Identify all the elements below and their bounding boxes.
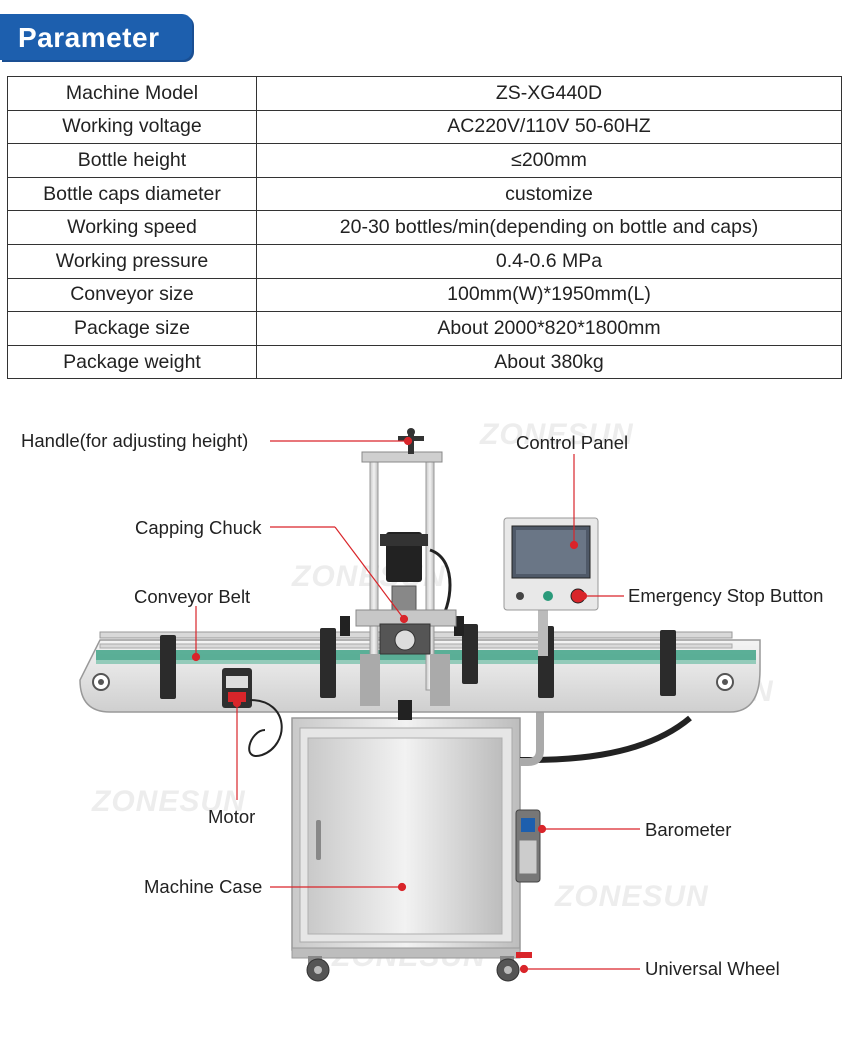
param-value: AC220V/110V 50-60HZ bbox=[256, 109, 842, 145]
callout-barometer: Barometer bbox=[645, 819, 732, 840]
param-key: Conveyor size bbox=[7, 277, 257, 313]
parameter-header: Parameter bbox=[0, 14, 192, 60]
param-key: Machine Model bbox=[7, 76, 257, 111]
watermark: ZONESUN bbox=[92, 785, 246, 818]
callout-capping-chuck: Capping Chuck bbox=[135, 517, 262, 538]
watermark: ZONESUN bbox=[555, 880, 709, 913]
param-value: 20-30 bottles/min(depending on bottle an… bbox=[256, 210, 842, 245]
callout-machine-case: Machine Case bbox=[144, 876, 263, 897]
param-value: About 380kg bbox=[256, 344, 842, 380]
watermark: ZONESUN bbox=[480, 418, 634, 451]
lift-column bbox=[361, 428, 452, 691]
callout-conveyor-belt: Conveyor Belt bbox=[134, 586, 251, 607]
table-row: Bottle height≤200mm bbox=[7, 143, 842, 178]
param-key: Package size bbox=[7, 311, 257, 346]
callout-emergency-stop: Emergency Stop Button bbox=[628, 585, 824, 606]
capping-chuck bbox=[355, 609, 457, 720]
callout-universal-wheel: Universal Wheel bbox=[645, 958, 780, 979]
param-value: ZS-XG440D bbox=[256, 76, 842, 111]
param-value: About 2000*820*1800mm bbox=[256, 311, 842, 346]
machine-illustration bbox=[79, 428, 761, 982]
param-value: ≤200mm bbox=[256, 143, 842, 178]
parameter-title: Parameter bbox=[18, 22, 160, 53]
callout-control-panel: Control Panel bbox=[516, 432, 629, 453]
motor-unit bbox=[222, 668, 283, 757]
param-value: 0.4-0.6 MPa bbox=[256, 243, 842, 279]
param-value: 100mm(W)*1950mm(L) bbox=[256, 277, 842, 313]
callout-handle: Handle(for adjusting height) bbox=[21, 430, 249, 451]
param-key: Working voltage bbox=[7, 109, 257, 145]
param-key: Working speed bbox=[7, 210, 257, 245]
machine-case bbox=[291, 717, 521, 959]
param-key: Working pressure bbox=[7, 243, 257, 279]
param-value: customize bbox=[256, 176, 842, 212]
universal-wheels bbox=[306, 952, 532, 982]
param-key: Bottle height bbox=[7, 143, 257, 178]
callout-motor: Motor bbox=[208, 806, 256, 827]
barometer-unit bbox=[515, 809, 541, 883]
machine-diagram: ZONESUN ZONESUN ZONESUN ZONESUN ZONESUN … bbox=[0, 400, 850, 1048]
callout-leaders bbox=[191, 436, 640, 974]
param-key: Bottle caps diameter bbox=[7, 176, 257, 212]
param-key: Package weight bbox=[7, 344, 257, 380]
